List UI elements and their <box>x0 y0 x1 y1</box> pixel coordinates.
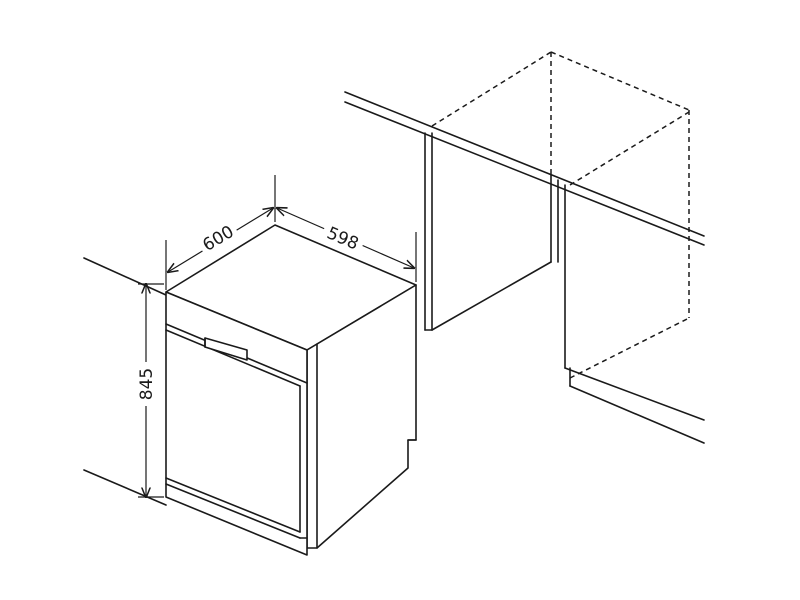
cabinet-niche <box>344 91 705 444</box>
height-dimension: 845 <box>134 284 164 497</box>
door-handle <box>204 337 248 361</box>
dashed-cabinet-outline <box>431 51 690 379</box>
height-label: 845 <box>137 368 157 400</box>
dishwasher-body <box>165 224 417 556</box>
left-wall-lines <box>83 257 167 506</box>
